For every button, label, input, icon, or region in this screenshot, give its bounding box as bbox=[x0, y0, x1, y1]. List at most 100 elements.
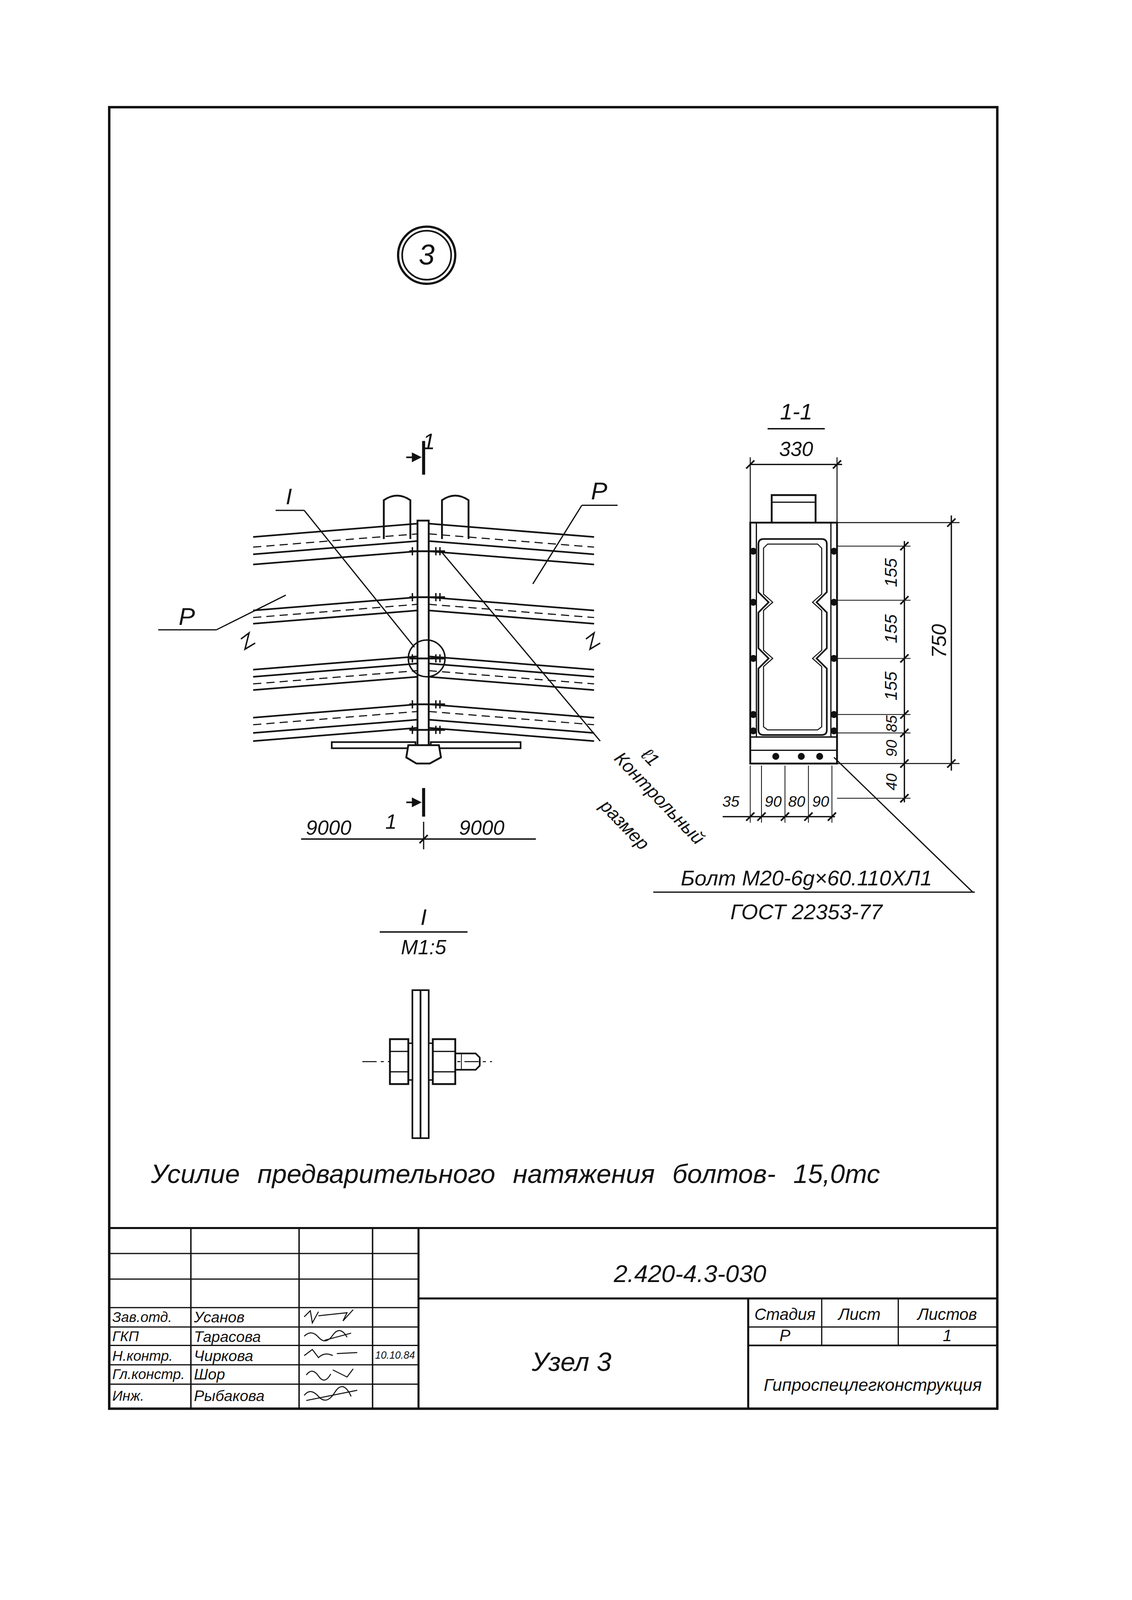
truss-chord bbox=[428, 670, 595, 685]
dimension-line bbox=[722, 816, 835, 818]
plate-edge bbox=[750, 736, 838, 738]
leader-line bbox=[532, 505, 582, 585]
dimension-value: 90 bbox=[883, 739, 899, 757]
part-mark: Р bbox=[591, 478, 608, 504]
table-cell: Шор bbox=[194, 1366, 226, 1382]
title-block-line bbox=[109, 1383, 419, 1385]
bolt-symbol bbox=[411, 654, 414, 663]
bolt-symbol bbox=[434, 700, 437, 709]
leader-line bbox=[158, 629, 217, 631]
bolt-dot bbox=[750, 711, 757, 718]
dimension-tick bbox=[900, 542, 909, 551]
truss-chord bbox=[428, 727, 595, 742]
truss-chord bbox=[428, 663, 595, 678]
truss-chord bbox=[253, 727, 418, 742]
table-cell: 1 bbox=[942, 1328, 952, 1345]
title-block-line bbox=[298, 1227, 301, 1409]
flange-foot bbox=[406, 745, 442, 764]
dimension-tick bbox=[900, 595, 909, 605]
dimension-tick bbox=[781, 812, 790, 821]
leader-line bbox=[216, 595, 286, 630]
dimension-tick bbox=[832, 460, 841, 469]
nut bbox=[432, 1071, 456, 1073]
dimension-value: 330 bbox=[778, 439, 814, 460]
dimension-value: 9000 bbox=[458, 817, 505, 839]
bolt-dot bbox=[750, 599, 757, 605]
extension-line bbox=[836, 545, 911, 547]
detail-title: I bbox=[420, 906, 427, 929]
section-number: 1 bbox=[422, 430, 435, 454]
title-block-line bbox=[371, 1227, 374, 1409]
bolt-symbol bbox=[439, 547, 442, 556]
dimension-tick bbox=[745, 460, 755, 469]
dimension-tick bbox=[745, 812, 755, 821]
bolt-symbol bbox=[439, 654, 442, 663]
dimension-tick bbox=[900, 794, 909, 803]
extension-line bbox=[836, 763, 911, 764]
control-dimension-line bbox=[441, 551, 601, 742]
leader-line bbox=[275, 509, 305, 512]
signature bbox=[304, 1330, 351, 1341]
plate-edge bbox=[755, 522, 757, 738]
dimension-value: 155 bbox=[882, 671, 901, 701]
scale-note: М1:5 bbox=[401, 937, 447, 958]
sheet-frame bbox=[109, 107, 998, 1409]
truss-chord bbox=[253, 604, 418, 618]
bolt-dot bbox=[750, 548, 757, 554]
truss-chord bbox=[253, 719, 418, 733]
dimension-value: 750 bbox=[928, 624, 950, 659]
truss-chord bbox=[428, 551, 595, 565]
callout-circle: 3 bbox=[396, 224, 458, 286]
bolt-dot bbox=[831, 655, 837, 662]
table-cell: ГКП bbox=[112, 1328, 139, 1344]
dimension-tick bbox=[757, 812, 766, 821]
bolt-symbol bbox=[434, 654, 437, 663]
dimension-tick bbox=[827, 812, 837, 821]
dimension-tick bbox=[947, 759, 956, 768]
detail-title-underline bbox=[379, 931, 468, 933]
title-block-line bbox=[109, 1226, 998, 1230]
section-title: 1-1 bbox=[779, 401, 813, 424]
plate-section bbox=[412, 990, 421, 1139]
section-number: 1 bbox=[385, 811, 397, 832]
bolt-shank bbox=[455, 1053, 480, 1070]
truss-chord bbox=[428, 719, 595, 733]
extension-line bbox=[836, 732, 911, 734]
part-mark: Р bbox=[178, 604, 195, 629]
extension-line bbox=[749, 457, 751, 523]
bolt-head bbox=[390, 1050, 409, 1053]
dimension-value: 9000 bbox=[306, 817, 352, 839]
title-block-line bbox=[109, 1253, 419, 1255]
bolt-head bbox=[390, 1039, 409, 1084]
title-block-line bbox=[109, 1363, 419, 1366]
title-block-line bbox=[748, 1326, 998, 1328]
leader-underline bbox=[653, 891, 976, 893]
section-mark bbox=[421, 787, 426, 817]
extension-line bbox=[836, 797, 911, 799]
bolt-dot bbox=[831, 728, 837, 734]
truss-chord bbox=[253, 551, 418, 565]
dimension-value: 90 bbox=[812, 793, 830, 810]
break-mark bbox=[585, 633, 601, 650]
title-block-line bbox=[109, 1278, 419, 1280]
truss-chord bbox=[253, 534, 418, 548]
table-header: Стадия bbox=[754, 1306, 816, 1323]
truss-chord bbox=[253, 656, 418, 670]
signature bbox=[304, 1349, 358, 1358]
title-block-line bbox=[418, 1297, 998, 1300]
bolt-symbol bbox=[434, 547, 437, 556]
title-block-line bbox=[897, 1298, 899, 1346]
document-code: 2.420-4.3-030 bbox=[613, 1261, 767, 1287]
organization-name: Гипроспецлегконструкция bbox=[763, 1376, 982, 1395]
nut bbox=[432, 1050, 456, 1053]
truss-chord bbox=[253, 540, 418, 555]
bolt-symbol bbox=[439, 700, 442, 709]
title-block-line bbox=[417, 1227, 420, 1409]
extension-line bbox=[836, 657, 911, 659]
sheet-title: Узел 3 bbox=[531, 1348, 612, 1375]
dimension-value: 85 bbox=[883, 715, 899, 733]
truss-chord bbox=[428, 656, 595, 670]
extension-line bbox=[761, 765, 762, 823]
pipe-outline bbox=[441, 495, 469, 539]
callout-number: 3 bbox=[418, 240, 435, 270]
